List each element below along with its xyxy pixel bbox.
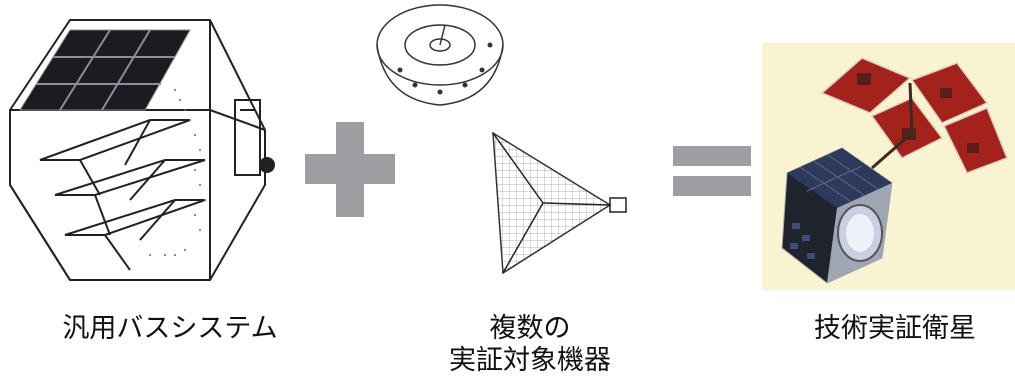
round-equipment-drawing-icon	[376, 4, 504, 106]
equals-icon-lower	[673, 176, 751, 196]
generic-bus-satellite-drawing-icon	[9, 19, 275, 281]
result-satellite-caption: 技術実証衛星	[814, 313, 976, 344]
plus-operator	[305, 122, 395, 217]
equals-icon	[673, 146, 751, 166]
equals-operator	[673, 146, 751, 196]
payload-caption-line2: 実証対象機器	[449, 345, 611, 376]
deployable-reflector-drawing-icon	[492, 131, 627, 275]
result-satellite-panel	[762, 43, 1015, 290]
payload-caption-line1: 複数の	[489, 313, 571, 344]
payload-figure	[370, 0, 640, 300]
demonstration-satellite-rendering-icon	[781, 57, 1008, 284]
plus-icon-vertical	[336, 122, 364, 217]
bus-system-caption: 汎用バスシステム	[62, 313, 278, 344]
bus-system-figure	[0, 0, 290, 300]
